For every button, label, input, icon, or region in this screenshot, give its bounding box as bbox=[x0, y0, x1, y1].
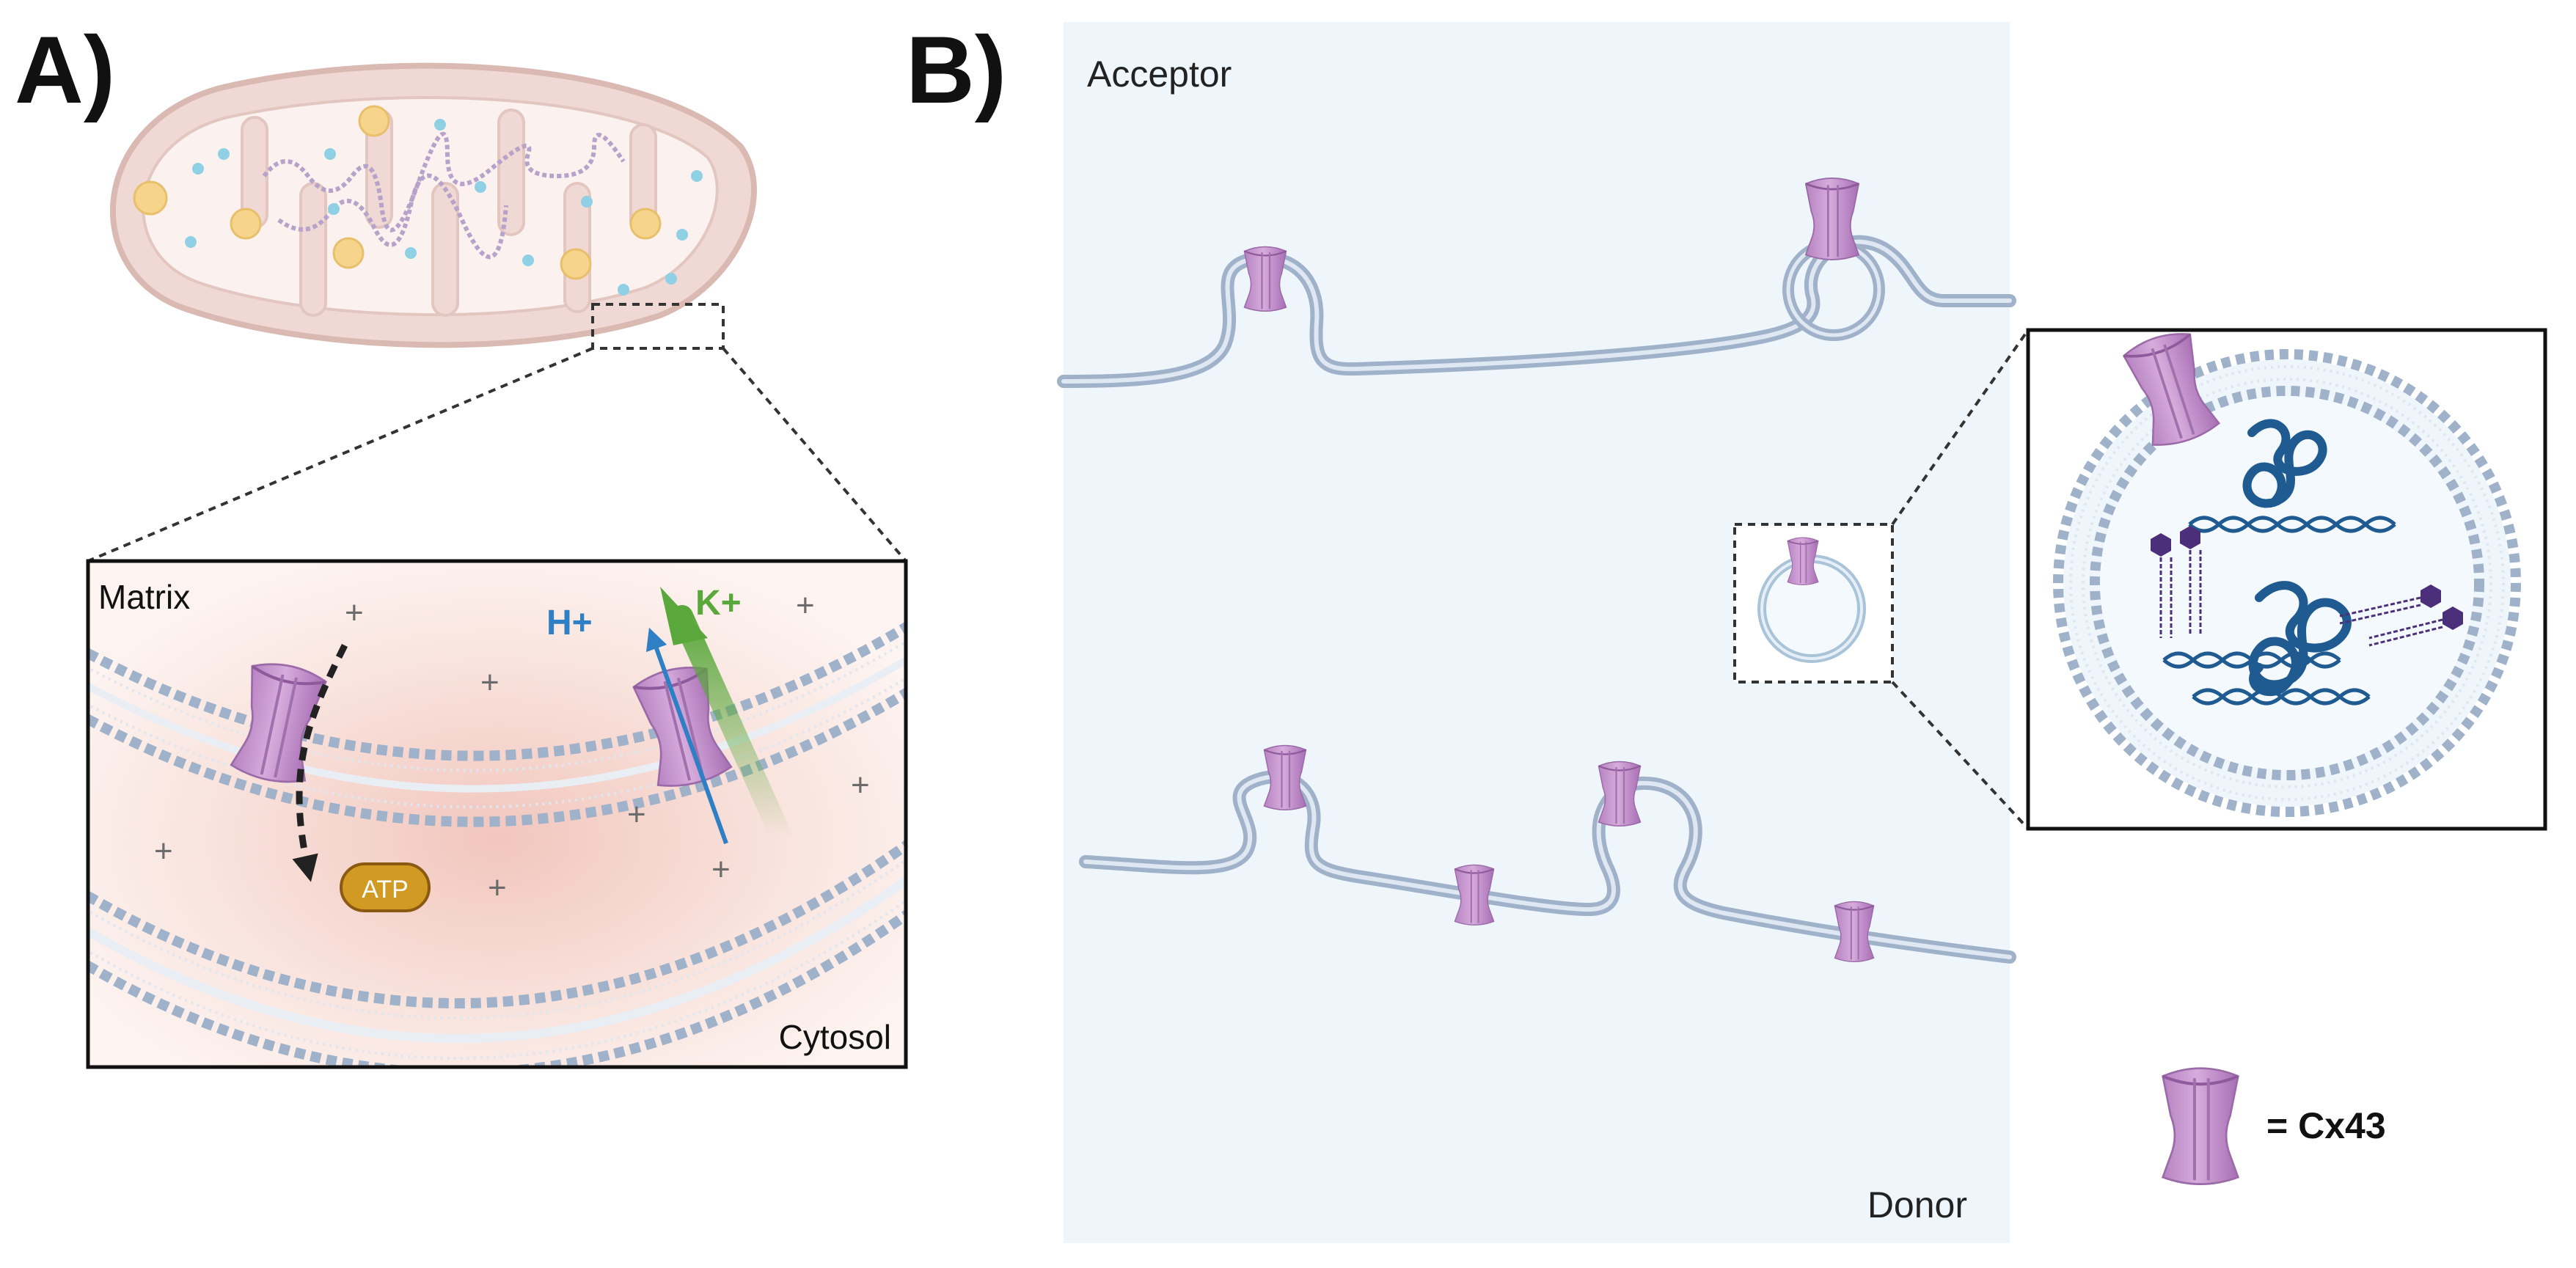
h-ion-label: H+ bbox=[546, 604, 593, 642]
matrix-label: Matrix bbox=[98, 578, 190, 616]
cx43-channel-acceptor-1 bbox=[1243, 246, 1287, 312]
charge-plus: + bbox=[154, 833, 173, 869]
atp-label: ATP bbox=[362, 876, 409, 904]
cx43-channel-donor-3 bbox=[1598, 761, 1642, 827]
dna-helix-1 bbox=[2188, 516, 2396, 533]
charge-plus: + bbox=[488, 870, 507, 906]
cx43-channel-acceptor-2 bbox=[1804, 177, 1860, 261]
cx43-channel-donor-1 bbox=[1263, 744, 1307, 811]
mitochondrion bbox=[109, 62, 757, 348]
k-ion-label: K+ bbox=[695, 584, 742, 623]
cx43-legend-label: = Cx43 bbox=[2266, 1105, 2386, 1146]
cx43-channel-donor-2 bbox=[1454, 864, 1495, 926]
vesicle-inset bbox=[2026, 326, 2547, 831]
charge-plus: + bbox=[851, 767, 870, 803]
dna-helix-2 bbox=[2162, 651, 2371, 706]
atp-pathway-arrow bbox=[292, 643, 348, 882]
donor-membrane bbox=[1079, 770, 2016, 964]
donor-label: Donor bbox=[1867, 1184, 1967, 1225]
cx43-channel-vesicle-small bbox=[1787, 537, 1819, 586]
nucleotide-chain-left bbox=[2151, 526, 2202, 638]
cx43-channel-donor-4 bbox=[1834, 901, 1875, 963]
k-ion-arrow bbox=[671, 605, 792, 847]
membrane-inset: ATP + + + + + + + + Matrix Cytosol H+ K+ bbox=[86, 559, 908, 1069]
acceptor-label: Acceptor bbox=[1087, 54, 1232, 95]
legend: = Cx43 bbox=[2163, 1069, 2386, 1184]
charge-plus: + bbox=[711, 851, 731, 887]
membrane-lower bbox=[88, 839, 906, 1009]
rna-cluster-1 bbox=[2242, 419, 2327, 508]
charge-plus: + bbox=[345, 595, 364, 631]
charge-plus: + bbox=[627, 796, 646, 832]
zoom-line-right bbox=[722, 347, 907, 562]
cytosol-label: Cytosol bbox=[779, 1018, 891, 1056]
cx43-legend-icon bbox=[2163, 1069, 2239, 1184]
h-ion-arrow bbox=[645, 627, 728, 845]
atp-molecule bbox=[340, 862, 431, 912]
zoom-box-mitochondrion bbox=[591, 303, 725, 350]
panel-a-label: A) bbox=[15, 16, 115, 123]
nucleotide-chain-right bbox=[2339, 584, 2463, 647]
charge-plus: + bbox=[796, 587, 815, 623]
zoom-line-left bbox=[87, 347, 593, 562]
membrane-upper bbox=[88, 620, 906, 761]
zoom-line-lower bbox=[1891, 681, 2030, 830]
charge-plus: + bbox=[480, 664, 500, 700]
panel-b-label: B) bbox=[906, 16, 1006, 123]
